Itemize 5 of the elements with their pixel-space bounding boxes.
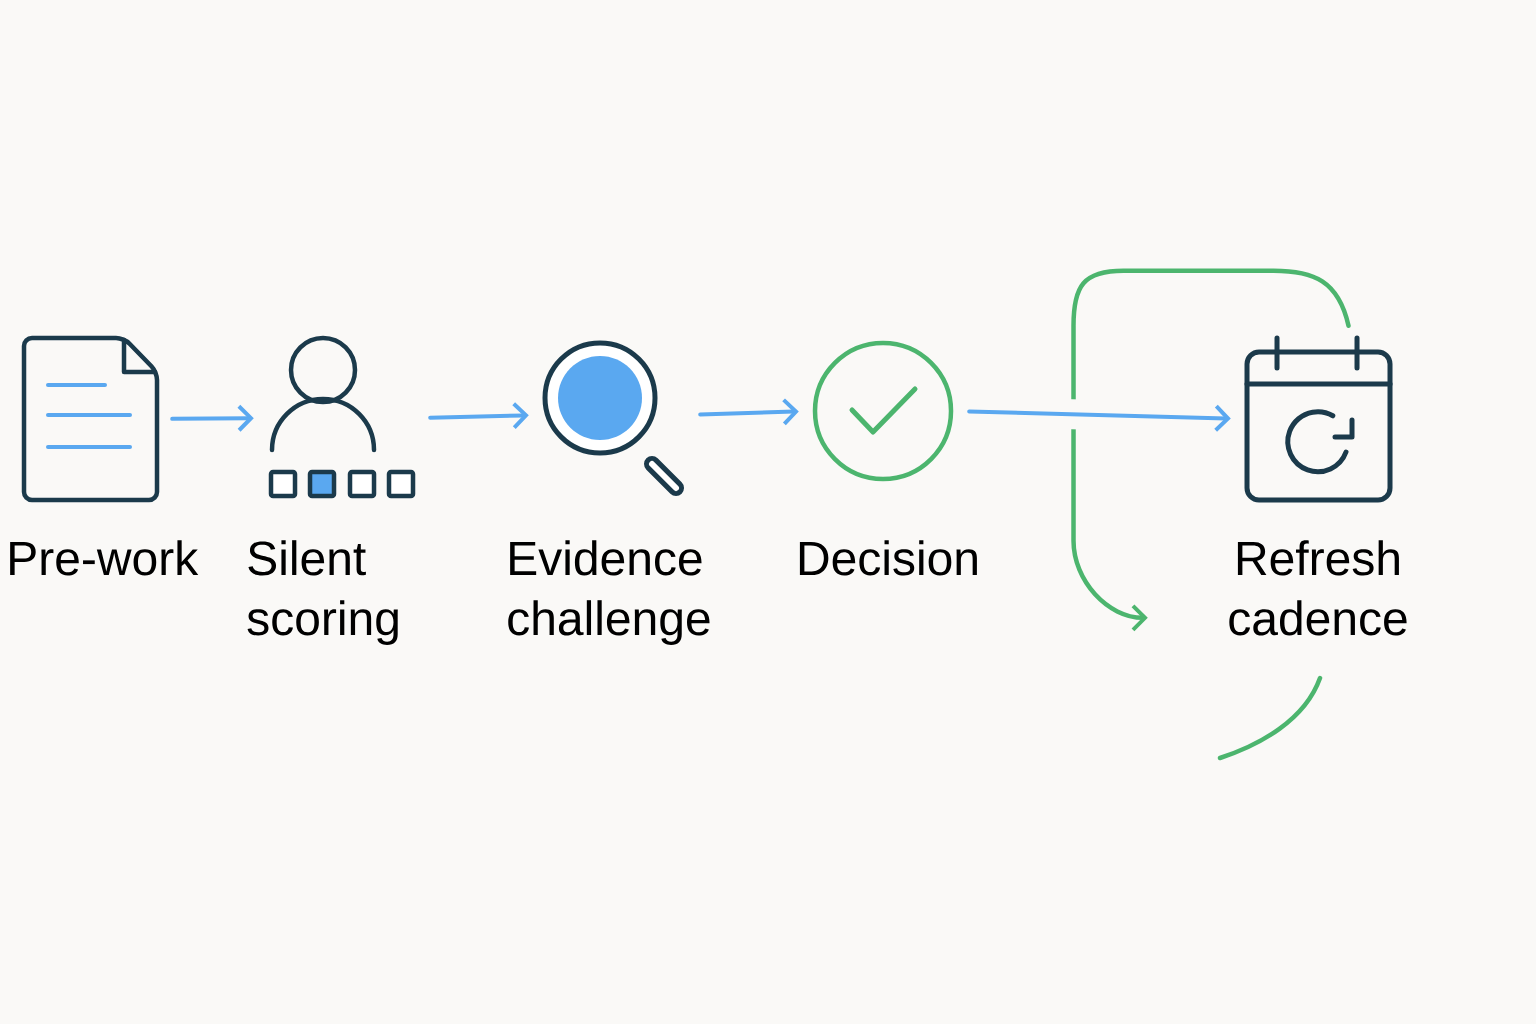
step-label: Evidence challenge — [508, 540, 710, 645]
step-label: Refresh cadence — [1229, 540, 1407, 636]
step-label: Pre-work — [10, 540, 199, 576]
step-label: Silent scoring — [247, 540, 398, 645]
step-label: Decision — [799, 540, 977, 576]
